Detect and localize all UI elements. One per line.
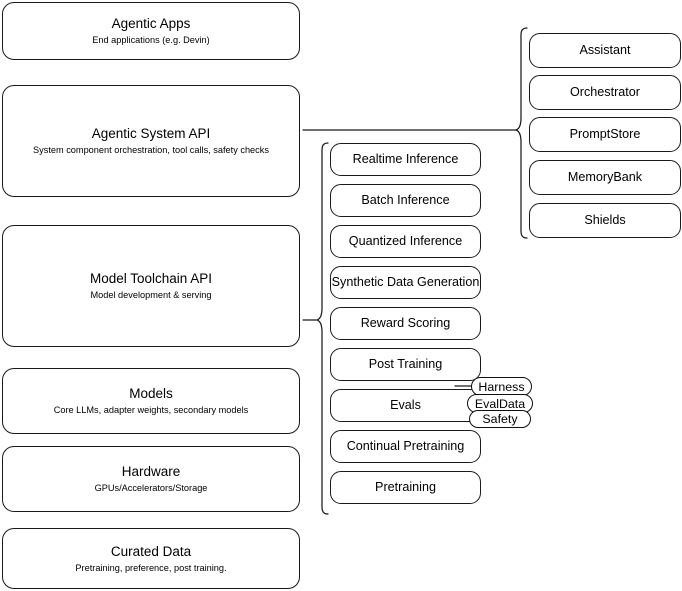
layer-subtitle: End applications (e.g. Devin) — [92, 35, 210, 45]
toolchain-item-continual-pretraining[interactable]: Continual Pretraining — [330, 430, 481, 463]
toolchain-item-post-training[interactable]: Post Training — [330, 348, 481, 381]
item-label: MemoryBank — [567, 170, 643, 184]
layer-title: Agentic System API — [91, 126, 211, 141]
toolchain-item-reward-scoring[interactable]: Reward Scoring — [330, 307, 481, 340]
layer-hardware[interactable]: Hardware GPUs/Accelerators/Storage — [2, 446, 300, 512]
system-item-shields[interactable]: Shields — [529, 203, 681, 238]
layer-models[interactable]: Models Core LLMs, adapter weights, secon… — [2, 368, 300, 434]
layer-title: Models — [129, 386, 173, 401]
item-label: Reward Scoring — [360, 316, 451, 330]
item-label: Synthetic Data Generation — [331, 275, 480, 289]
layer-subtitle: Pretraining, preference, post training. — [75, 562, 227, 573]
system-item-promptstore[interactable]: PromptStore — [529, 117, 681, 152]
item-label: Batch Inference — [361, 193, 450, 207]
eval-tag-evaldata[interactable]: EvalData — [467, 394, 533, 413]
toolchain-item-evals[interactable]: Evals — [330, 389, 481, 422]
layer-title: Agentic Apps — [111, 16, 191, 31]
item-label: Evals — [390, 398, 421, 412]
item-label: Continual Pretraining — [346, 439, 465, 453]
eval-tag-safety[interactable]: Safety — [469, 410, 531, 428]
toolchain-item-synthetic-data-generation[interactable]: Synthetic Data Generation — [330, 266, 481, 299]
layer-title: Model Toolchain API — [89, 271, 213, 286]
layer-title: Curated Data — [110, 543, 192, 559]
toolchain-item-quantized-inference[interactable]: Quantized Inference — [330, 225, 481, 258]
item-label: Realtime Inference — [352, 152, 459, 166]
toolchain-item-realtime-inference[interactable]: Realtime Inference — [330, 143, 481, 176]
brace-toolchain-components — [316, 142, 329, 515]
toolchain-item-pretraining[interactable]: Pretraining — [330, 471, 481, 504]
layer-agentic-apps[interactable]: Agentic Apps End applications (e.g. Devi… — [2, 2, 300, 60]
item-label: Shields — [584, 213, 626, 227]
system-item-orchestrator[interactable]: Orchestrator — [529, 75, 681, 110]
layer-curated-data[interactable]: Curated Data Pretraining, preference, po… — [2, 528, 300, 589]
eval-tag-harness[interactable]: Harness — [471, 377, 532, 396]
layer-subtitle: GPUs/Accelerators/Storage — [94, 483, 208, 493]
item-label: Pretraining — [375, 480, 436, 494]
system-item-memorybank[interactable]: MemoryBank — [529, 160, 681, 195]
item-label: Orchestrator — [570, 85, 640, 99]
layer-agentic-system-api[interactable]: Agentic System API System component orch… — [2, 85, 300, 197]
brace-system-components — [515, 27, 528, 239]
layer-subtitle: Core LLMs, adapter weights, secondary mo… — [53, 405, 249, 415]
item-label: Assistant — [579, 43, 631, 57]
toolchain-item-batch-inference[interactable]: Batch Inference — [330, 184, 481, 217]
layer-subtitle: System component orchestration, tool cal… — [33, 145, 269, 155]
layer-subtitle: Model development & serving — [90, 290, 212, 300]
item-label: Quantized Inference — [348, 234, 463, 248]
item-label: Post Training — [368, 357, 443, 371]
layer-title: Hardware — [121, 464, 181, 479]
system-item-assistant[interactable]: Assistant — [529, 33, 681, 68]
item-label: PromptStore — [569, 127, 641, 141]
layer-model-toolchain-api[interactable]: Model Toolchain API Model development & … — [2, 225, 300, 347]
